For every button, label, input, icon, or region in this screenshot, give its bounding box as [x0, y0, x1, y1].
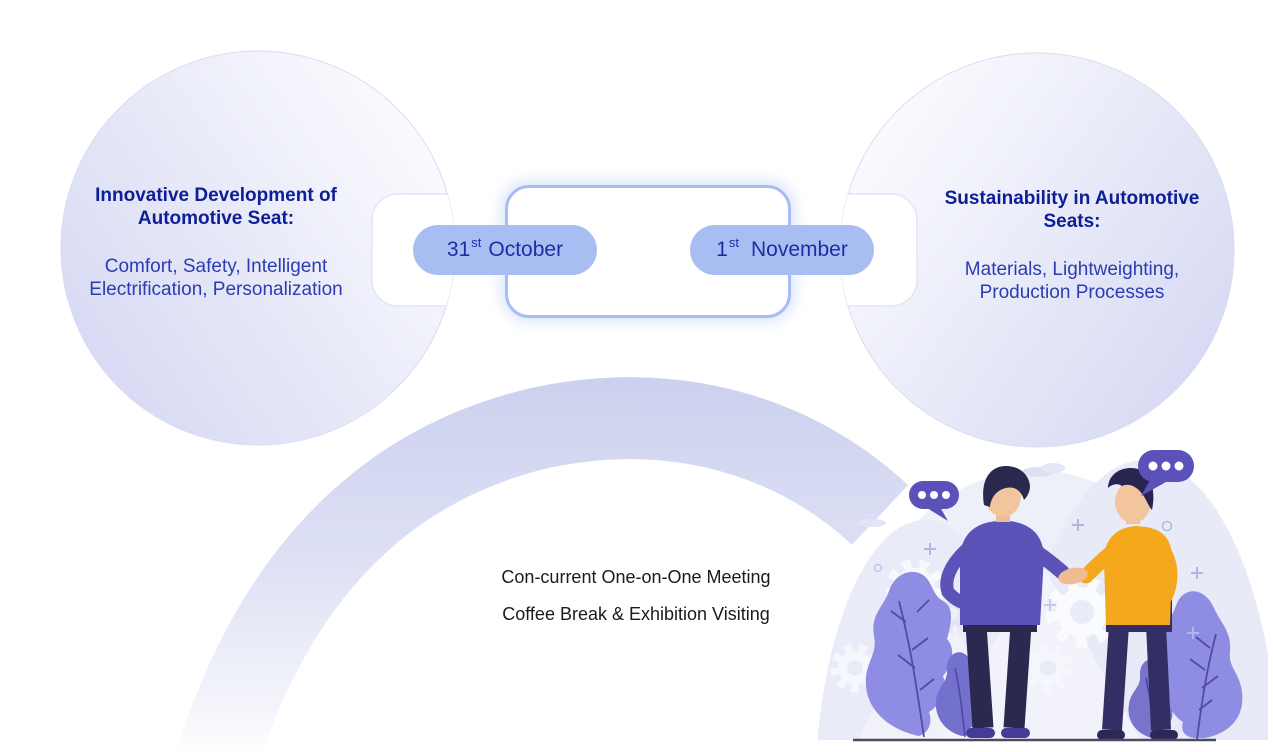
- left-topic-subtitle-line1: Comfort, Safety, Intelligent: [104, 256, 328, 277]
- left-topic: Innovative Development of Automotive Sea…: [80, 184, 352, 301]
- speech-bubble-left-icon: [909, 481, 959, 521]
- left-topic-title-line1: Innovative Development of: [95, 185, 337, 206]
- circle-icon: [1161, 520, 1173, 532]
- person-yellow: [1078, 468, 1178, 740]
- date-month: October: [488, 238, 564, 261]
- left-topic-title-line2: Automotive Seat:: [137, 208, 295, 229]
- date-day: 31: [446, 238, 471, 261]
- right-topic-subtitle-line1: Materials, Lightweighting,: [964, 259, 1180, 280]
- right-topic-title-line2: Seats:: [1043, 211, 1101, 232]
- person-purple: [940, 466, 1070, 738]
- speech-bubble-right-icon: [1138, 450, 1194, 496]
- right-topic-title: Sustainability in Automotive Seats:: [932, 187, 1212, 233]
- arc-shape: [176, 377, 909, 752]
- handshake-illustration: [818, 450, 1268, 742]
- activities: Con-current One-on-One Meeting Coffee Br…: [401, 566, 871, 625]
- handshake-hands: [1058, 567, 1088, 585]
- left-topic-title: Innovative Development of Automotive Sea…: [80, 184, 352, 230]
- left-topic-subtitle-line2: Electrification, Personalization: [89, 279, 343, 300]
- left-topic-subtitle: Comfort, Safety, Intelligent Electrifica…: [80, 255, 352, 301]
- date-month: November: [750, 238, 848, 261]
- plus-icon: [924, 519, 1203, 639]
- right-topic: Sustainability in Automotive Seats: Mate…: [932, 187, 1212, 304]
- right-topic-subtitle: Materials, Lightweighting, Production Pr…: [932, 258, 1212, 304]
- cloud-icon: [858, 519, 886, 527]
- cloud-icon: [1022, 463, 1065, 477]
- date-day: 1: [716, 238, 728, 261]
- right-topic-subtitle-line2: Production Processes: [979, 282, 1165, 303]
- right-topic-title-line1: Sustainability in Automotive: [944, 188, 1200, 209]
- activity-line-1: Con-current One-on-One Meeting: [501, 567, 771, 587]
- activity-line-2: Coffee Break & Exhibition Visiting: [502, 604, 770, 624]
- circle-icon: [873, 563, 883, 573]
